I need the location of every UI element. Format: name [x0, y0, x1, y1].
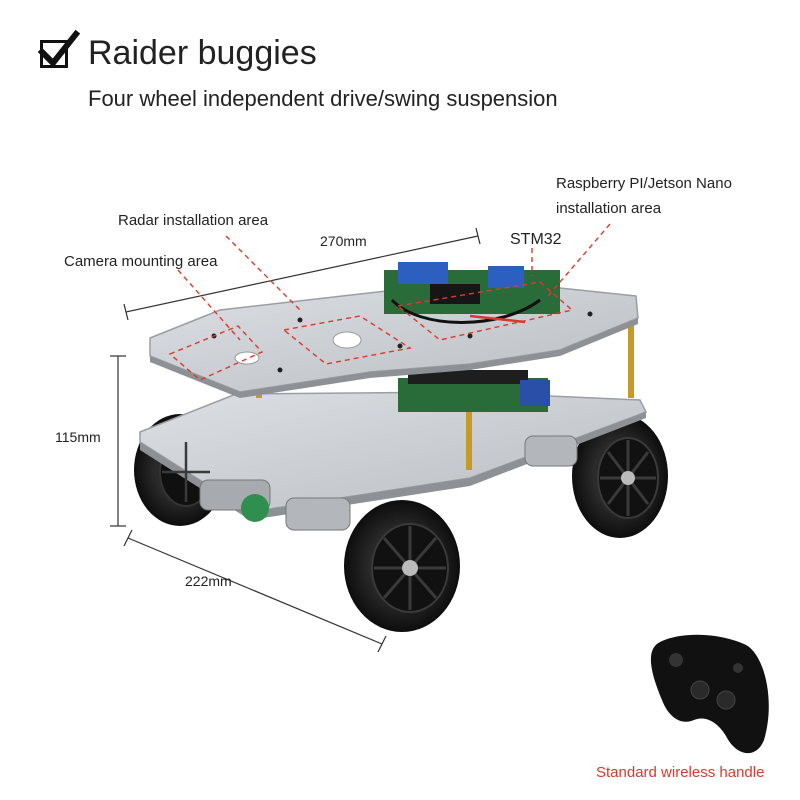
dimension-width: 222mm: [185, 573, 232, 589]
radar-area-outline: [282, 315, 412, 365]
label-camera-mounting-area: Camera mounting area: [64, 253, 218, 270]
page-title: Raider buggies: [88, 34, 317, 72]
rear-left-wheel-hub: [162, 442, 210, 502]
stm32-board: [384, 262, 560, 324]
dimension-line-115: [110, 355, 126, 527]
jetson-board: [398, 370, 550, 412]
front-left-wheel: [344, 500, 460, 632]
rear-right-wheel: [572, 414, 668, 538]
dimension-length: 270mm: [320, 233, 367, 249]
label-pi-installation-line2: installation area: [556, 200, 662, 217]
dimension-height: 115mm: [55, 429, 101, 445]
wireless-controller-illustration: [650, 634, 769, 754]
motor: [199, 435, 578, 531]
camera-area-outline: [168, 325, 264, 381]
callout-lines: [177, 223, 611, 341]
label-radar-installation-area: Radar installation area: [118, 212, 269, 229]
label-pi-installation-line1: Raspberry PI/Jetson Nano: [556, 175, 732, 192]
label-stm32: STM32: [510, 231, 562, 248]
dimension-line-270: [123, 227, 481, 321]
checkmark-icon: [37, 30, 80, 68]
page-subtitle: Four wheel independent drive/swing suspe…: [88, 86, 558, 111]
dimension-line-222: [123, 529, 387, 653]
label-wireless-handle: Standard wireless handle: [596, 764, 765, 781]
